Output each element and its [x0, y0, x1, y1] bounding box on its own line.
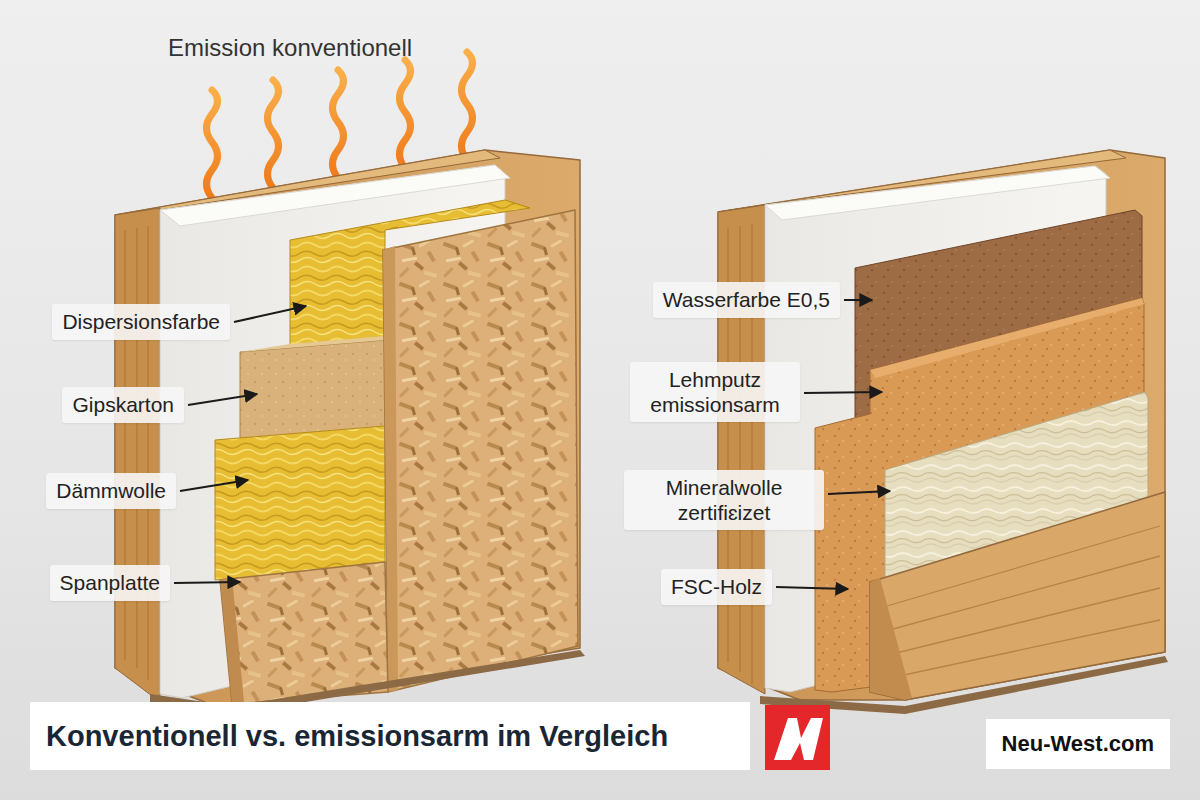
- part-name: Lehmputz emissionsarm: [640, 367, 790, 417]
- callout-label: FSC-Holz: [661, 569, 772, 604]
- callout-label: Mineralwolle zertifiɛizet: [624, 470, 824, 530]
- callout-label: Spanplatte: [50, 565, 170, 600]
- callout-label: Dämmwolle: [46, 473, 176, 508]
- part-name: Mineralwolle zertifiɛizet: [634, 475, 814, 525]
- part-name: Wasserfarbe E0,5: [663, 287, 830, 312]
- brand-logo: [765, 705, 830, 770]
- website-box: Neu-West.com: [986, 719, 1170, 769]
- part-name: Spanplatte: [60, 570, 160, 595]
- callout-label: Dispersionsfarbe: [52, 304, 230, 339]
- part-name: Gipskarton: [72, 392, 174, 417]
- caption-bar: Konventionell vs. emissionsarm im Vergle…: [30, 702, 750, 770]
- callout-label: Gipskarton: [62, 387, 184, 422]
- leader-lines: [174, 300, 890, 589]
- part-name: FSC-Holz: [671, 574, 762, 599]
- conventional-wall: [115, 150, 585, 714]
- low-emission-wall: [718, 150, 1168, 714]
- part-name: Dämmwolle: [56, 478, 166, 503]
- callout-label: Lehmputz emissionsarm: [630, 362, 800, 422]
- website-text: Neu-West.com: [1002, 731, 1154, 757]
- part-name: Dispersionsfarbe: [62, 309, 220, 334]
- callout-label: Wasserfarbe E0,5: [653, 282, 840, 317]
- title: Emission konventionell: [168, 34, 412, 62]
- caption: Konventionell vs. emissionsarm im Vergle…: [46, 720, 668, 753]
